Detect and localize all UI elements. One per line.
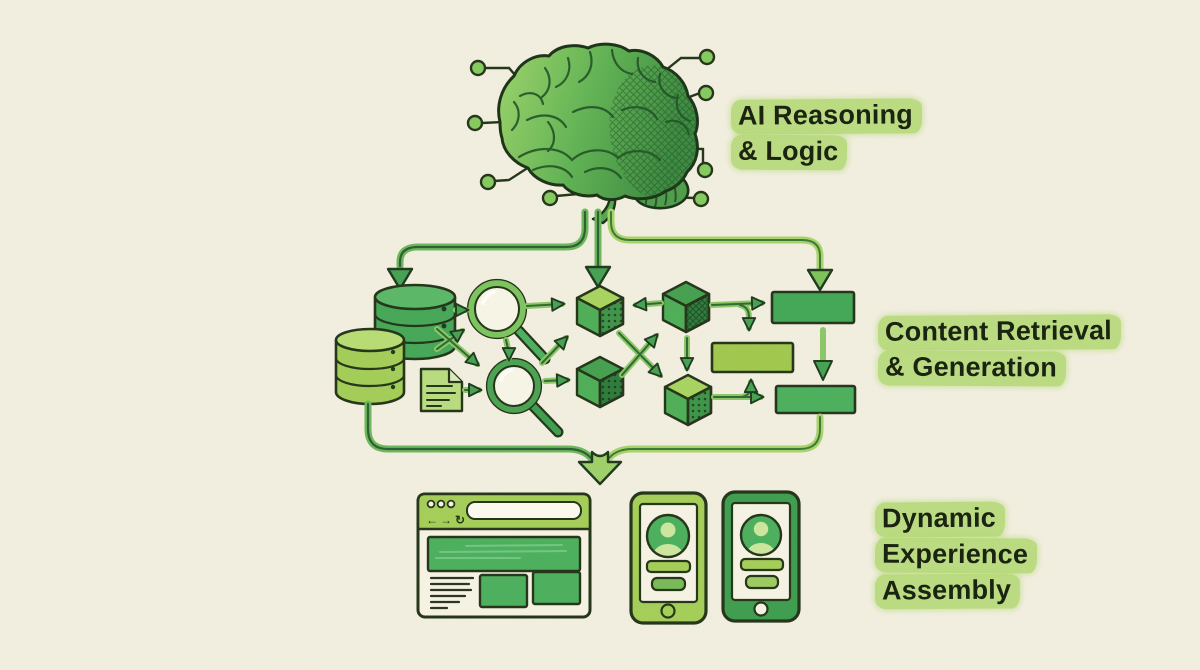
label-line: Dynamic — [874, 501, 1006, 538]
label-line: Content Retrieval — [877, 314, 1122, 351]
stage-label-retrieval: Content Retrieval & Generation — [877, 314, 1122, 387]
label-line: AI Reasoning — [730, 98, 923, 135]
label-line: Experience — [874, 537, 1038, 574]
label-line: & Logic — [730, 134, 848, 171]
label-line: Assembly — [874, 573, 1021, 610]
stage-label-assembly: Dynamic Experience Assembly — [874, 501, 1038, 610]
label-line: & Generation — [877, 350, 1067, 387]
stage-label-reasoning: AI Reasoning & Logic — [730, 98, 923, 171]
